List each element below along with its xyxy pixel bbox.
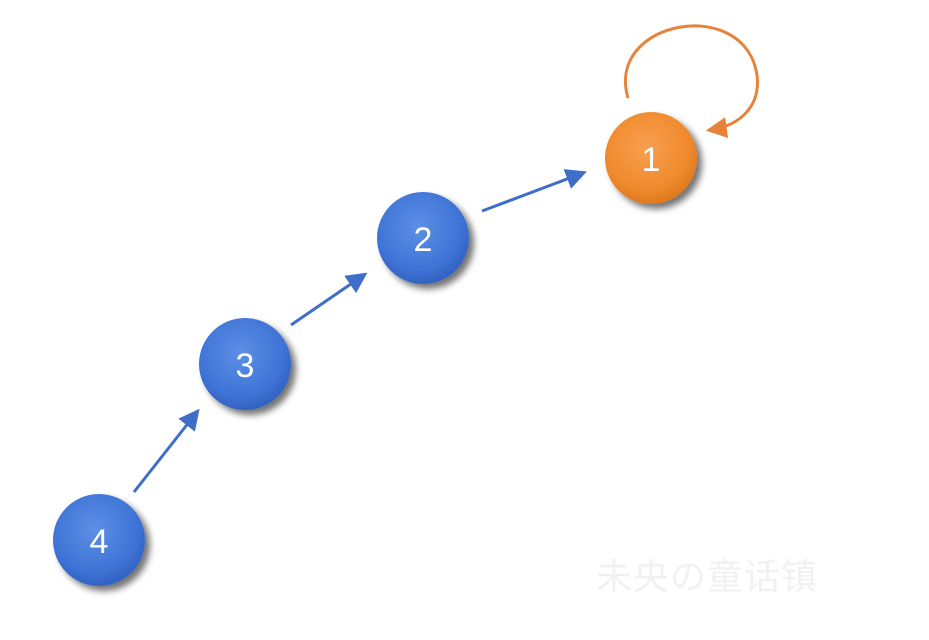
self-loop-1 [624, 24, 759, 139]
node-2-label: 2 [414, 221, 433, 259]
node-1-label: 1 [642, 141, 661, 179]
node-3: 3 [199, 318, 291, 410]
edge-4-to-3 [132, 408, 200, 493]
node-4-label: 4 [90, 523, 109, 561]
node-1: 1 [605, 112, 697, 204]
edge-3-to-2 [290, 272, 368, 327]
node-4: 4 [53, 494, 145, 586]
watermark: 未央の童话镇 [596, 557, 819, 598]
node-2: 2 [377, 192, 469, 284]
edge-2-to-1 [481, 169, 587, 213]
node-3-label: 3 [236, 347, 255, 385]
